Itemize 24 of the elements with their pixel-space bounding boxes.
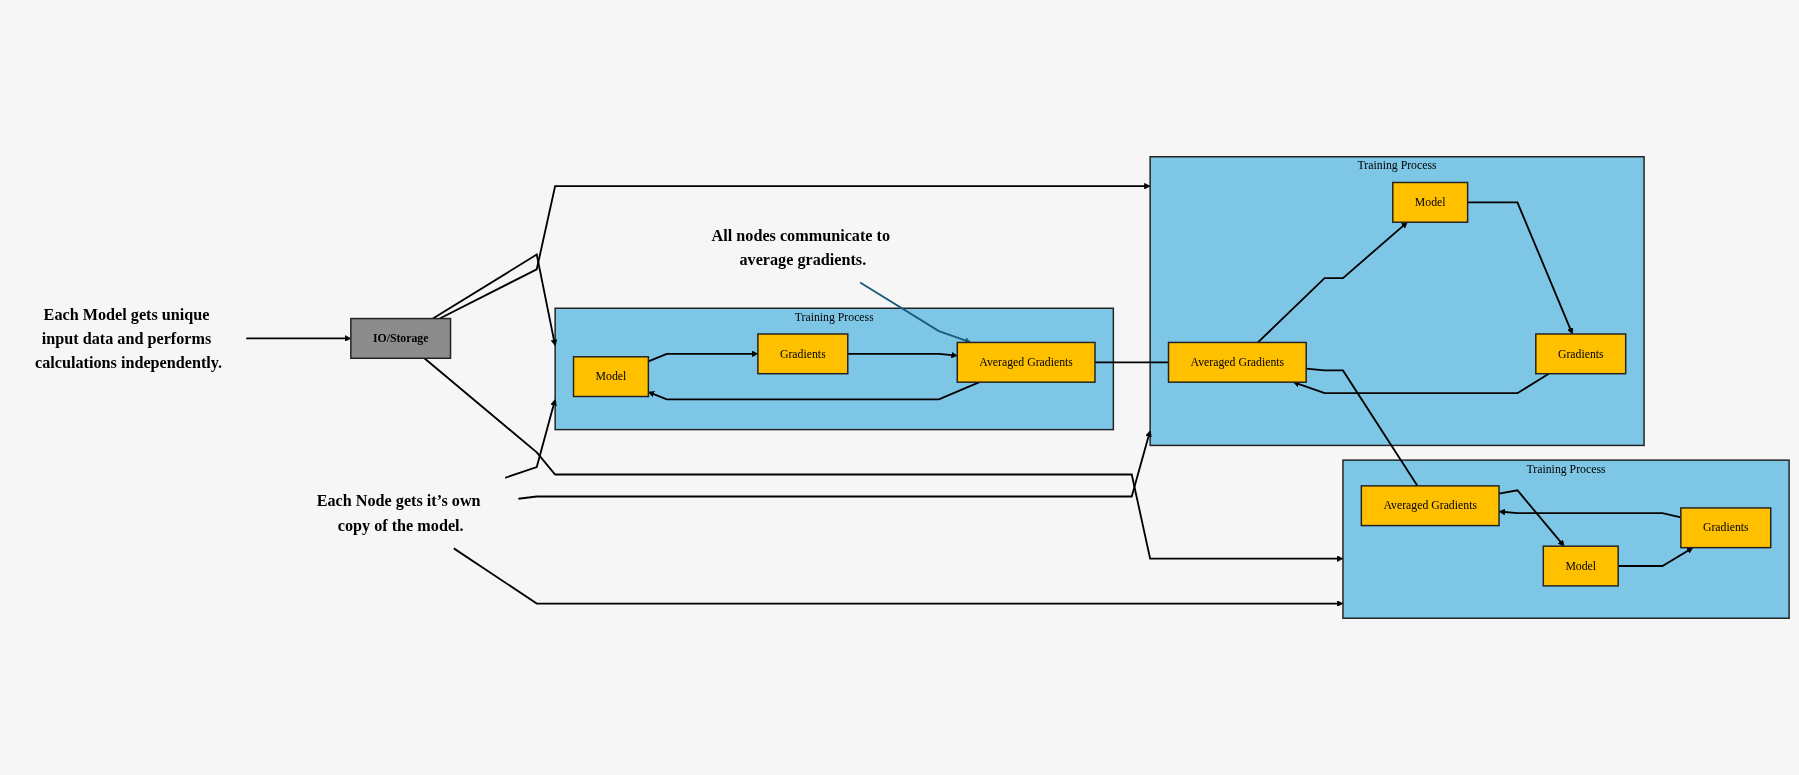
- arrow: [452, 547, 1343, 607]
- arrow: [438, 182, 1150, 320]
- arrow: [516, 430, 1152, 500]
- node-text: Each Model gets unique input data and performs calculations independently.: [34, 304, 222, 372]
- arrow: [858, 281, 971, 344]
- arrow: [431, 253, 557, 347]
- arrow: [1256, 221, 1408, 344]
- node-box: Gradients: [756, 333, 848, 375]
- node-box: Averaged Gradients: [1167, 341, 1307, 383]
- node-box: IO/Storage: [349, 317, 451, 359]
- arrow: [1292, 372, 1550, 395]
- node-box: Model: [1542, 545, 1619, 587]
- node-text: Each Node gets it’s own copy of the model.: [316, 491, 481, 535]
- node-box: Model: [572, 356, 649, 398]
- arrow: [647, 381, 980, 401]
- node-box: Averaged Gradients: [956, 341, 1096, 383]
- node-box: Model: [1391, 181, 1468, 223]
- node-text: All nodes communicate to average gradients.: [711, 225, 890, 269]
- arrow: [503, 399, 557, 479]
- node-box: Gradients: [1534, 333, 1626, 375]
- node-box: Gradients: [1679, 507, 1771, 549]
- arrow: [244, 335, 351, 342]
- arrow: [422, 357, 1343, 562]
- node-box: Averaged Gradients: [1360, 485, 1500, 527]
